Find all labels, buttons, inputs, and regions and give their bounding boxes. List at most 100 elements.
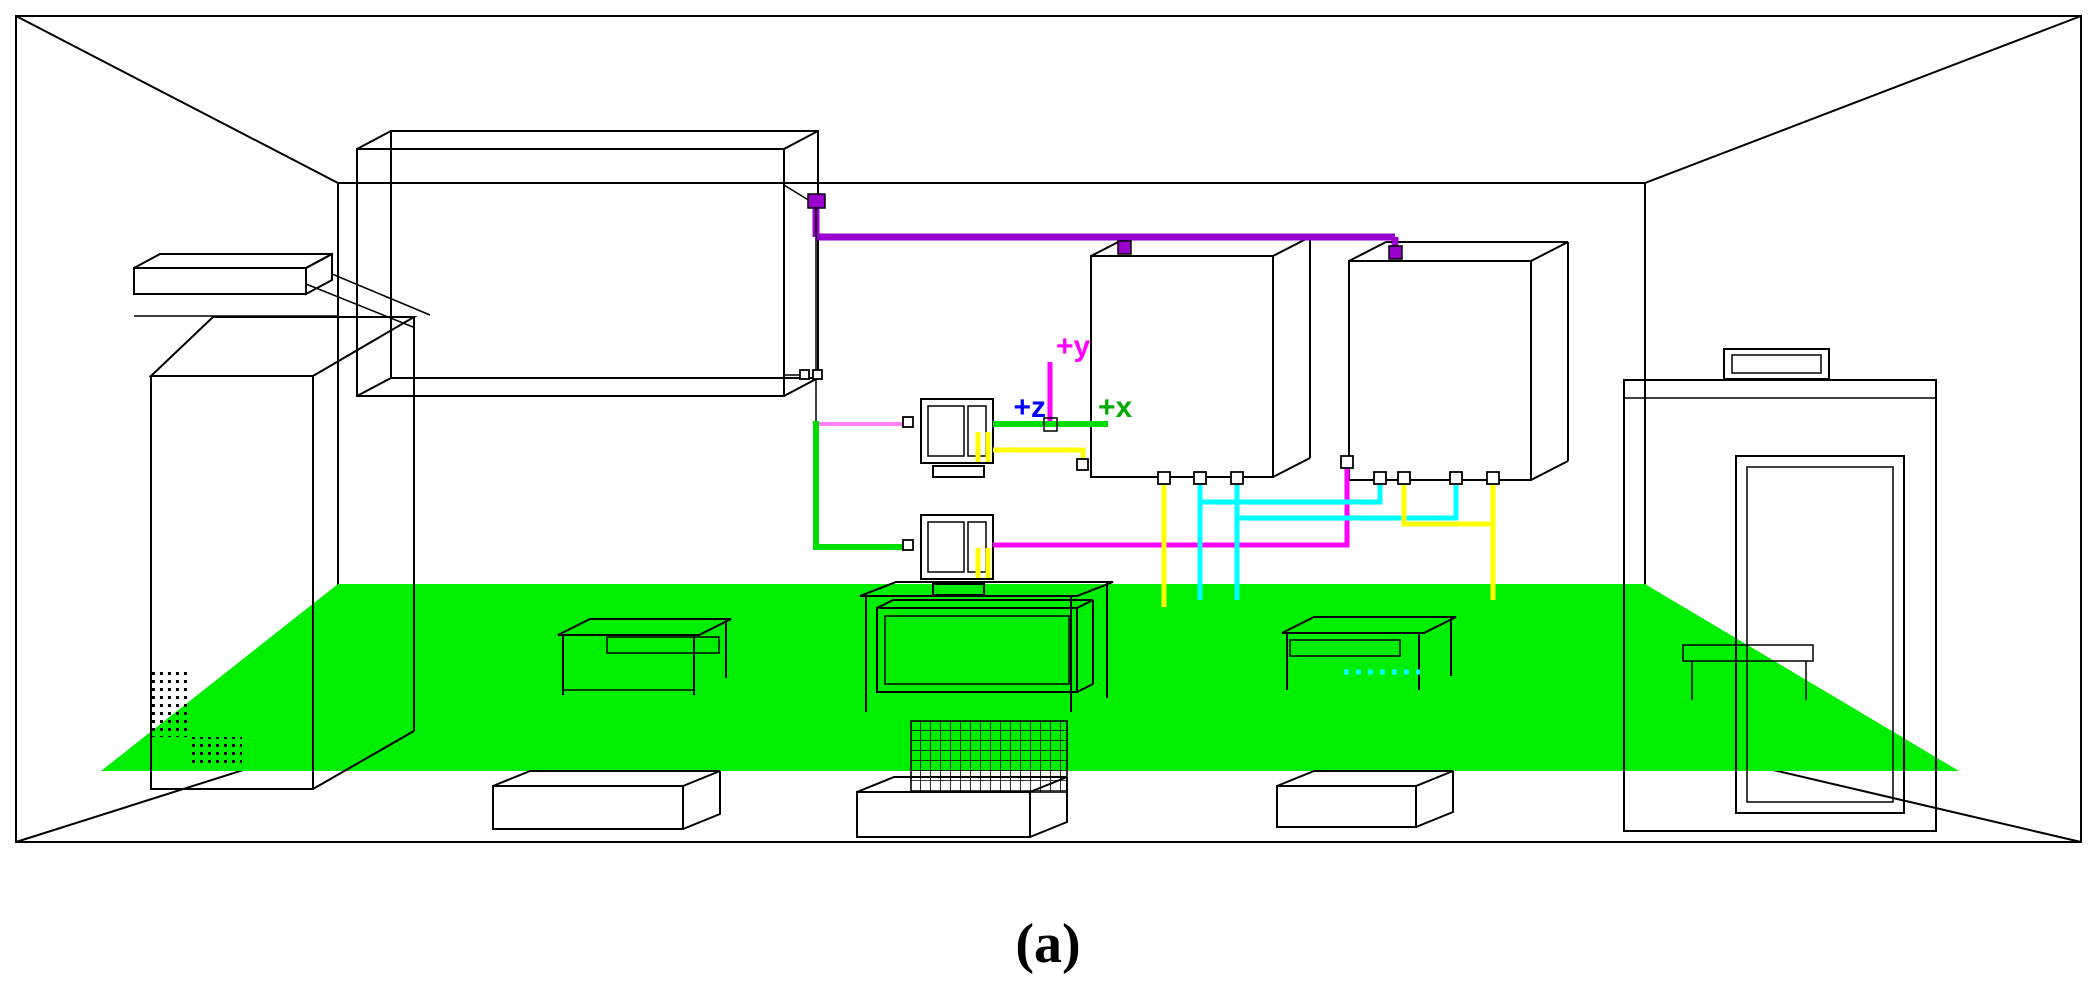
right-cabinet-top-box xyxy=(1723,348,1830,380)
floor-box-center-front xyxy=(856,791,1031,838)
axis-triad: +y +z +x xyxy=(993,330,1133,432)
axis-label-z: +z xyxy=(1013,391,1046,424)
left-table-detail xyxy=(606,636,720,654)
vent-front xyxy=(133,267,307,295)
floor-box-right-top xyxy=(1276,770,1454,787)
yellow-cable-left-run xyxy=(993,447,1086,463)
purple-cable xyxy=(807,193,1403,260)
computer-box-front xyxy=(876,607,1078,693)
vent-mount-line xyxy=(331,273,431,316)
wall-unit-1 xyxy=(1090,236,1311,478)
drop-cable xyxy=(784,208,823,424)
ceiling-edge-left xyxy=(15,15,339,184)
cyan-run-b xyxy=(1237,484,1459,521)
axis-label-y: +y xyxy=(1056,330,1091,363)
unit-2-port xyxy=(1449,471,1463,485)
ceiling-box xyxy=(356,130,819,397)
left-table xyxy=(557,618,732,695)
hatch-patch-lower xyxy=(190,737,242,767)
vent-top xyxy=(133,253,333,269)
wall-unit-2-front xyxy=(1348,260,1532,481)
unit-1-port xyxy=(1193,471,1207,485)
floor-box-left-top xyxy=(492,770,721,787)
floor-box-left-front xyxy=(492,785,684,830)
room-outer-frame xyxy=(15,15,2082,843)
magenta-connector xyxy=(1340,455,1354,469)
ceiling-box-front xyxy=(356,148,785,397)
computer-box-edge xyxy=(1076,683,1094,693)
computer-box-inner xyxy=(884,615,1070,685)
device-upper-screen xyxy=(927,405,965,457)
floor-box-right xyxy=(1276,770,1454,828)
under-unit-cables xyxy=(1157,471,1500,607)
wall-unit-2-edge xyxy=(1530,460,1569,481)
unit-2-port xyxy=(1397,471,1411,485)
tap-connector xyxy=(812,369,823,380)
tap-connector xyxy=(799,369,810,380)
device-lower-base xyxy=(932,583,985,596)
ceiling-box-edge xyxy=(783,377,819,397)
purple-connector-unit-1 xyxy=(1117,240,1132,255)
wall-unit-1-edge xyxy=(1272,457,1311,478)
center-table xyxy=(859,581,1114,712)
left-table-top xyxy=(557,618,732,636)
right-cabinet-top-box-inner xyxy=(1731,354,1822,374)
device-lower-screen xyxy=(927,521,965,573)
purple-connector-unit-2 xyxy=(1388,245,1403,260)
axis-label-x: +x xyxy=(1098,391,1133,424)
floor-box-left-side xyxy=(682,771,721,830)
magenta-cable-run xyxy=(993,462,1350,548)
device-connector-lower xyxy=(902,539,914,551)
device-upper-body xyxy=(920,398,994,464)
ceiling-box-cable-stub xyxy=(783,184,811,202)
yellow-cable-left xyxy=(993,447,1089,471)
vent-mount-line xyxy=(305,283,414,328)
hatch-patch-upper xyxy=(149,667,191,737)
axis-origin xyxy=(1043,417,1058,432)
unit-1-port xyxy=(1230,471,1244,485)
right-cabinet-door-inner xyxy=(1746,466,1894,803)
floor-box-left xyxy=(492,770,721,830)
wall-unit-2 xyxy=(1348,241,1569,481)
right-table-top xyxy=(1281,616,1457,634)
unit-2-port xyxy=(1373,471,1387,485)
figure-caption: (a) xyxy=(1015,913,1080,975)
ceiling-vent xyxy=(133,252,431,328)
ceiling-edge-right xyxy=(1644,15,2082,184)
wall-unit-2-edge xyxy=(1530,241,1569,262)
purple-connector-left xyxy=(807,193,826,209)
left-cabinet xyxy=(148,316,418,790)
right-table xyxy=(1281,616,1457,690)
computer-box-edge xyxy=(1076,599,1094,609)
floor-box-right-side xyxy=(1415,771,1454,828)
device-upper xyxy=(920,398,994,478)
center-table-top xyxy=(859,581,1114,597)
magenta-cable xyxy=(993,455,1354,548)
right-cabinet-door xyxy=(1735,455,1905,814)
ceiling-box-edge xyxy=(356,377,392,397)
device-upper-base xyxy=(932,465,985,478)
device-lower-body xyxy=(920,514,994,580)
computer-box-edge xyxy=(876,599,894,609)
floor-box-right-front xyxy=(1276,785,1417,828)
right-cabinet-shelf xyxy=(1682,644,1814,662)
ceiling-box-edge xyxy=(356,130,392,150)
vent-side xyxy=(305,252,333,296)
left-cabinet-edge xyxy=(312,730,415,790)
ceiling-box-edge xyxy=(783,130,819,150)
wall-unit-1-front xyxy=(1090,255,1274,478)
yellow-run-unit-2 xyxy=(1401,480,1493,527)
wall-unit-2-edge xyxy=(1348,241,1387,262)
unit-1-port xyxy=(1157,471,1171,485)
cyan-run-a xyxy=(1200,484,1383,505)
ceiling-box-back xyxy=(390,130,819,379)
unit-2-port xyxy=(1486,471,1500,485)
device-lower xyxy=(920,514,994,596)
right-cabinet xyxy=(1623,348,1937,832)
mesh-grid xyxy=(910,720,1068,793)
device-connector-upper xyxy=(902,416,914,428)
mesh-grid-rect xyxy=(910,720,1068,793)
yellow-connector-left xyxy=(1076,458,1089,471)
